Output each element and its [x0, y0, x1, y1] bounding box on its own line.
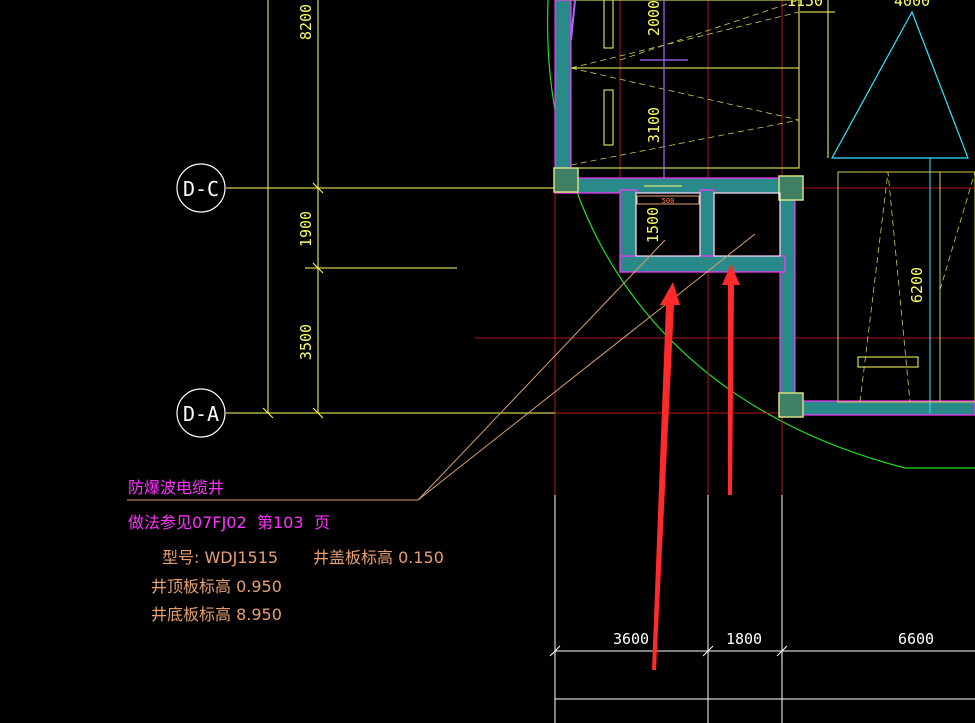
note-page-number: 第103 — [257, 513, 304, 532]
note-bottom-elevation: 井底板标高 8.950 — [151, 605, 282, 624]
note-top-elevation: 井顶板标高 0.950 — [151, 577, 282, 596]
columns — [553, 167, 804, 418]
right-equipment — [800, 0, 975, 413]
dimension-6200: 6200 — [908, 267, 926, 303]
note-cover-elevation: 井盖板标高 0.150 — [313, 548, 444, 567]
red-arrow-right — [722, 264, 740, 495]
note-page-suffix: 页 — [314, 513, 330, 532]
axis-label-dc: D-C — [183, 177, 219, 201]
dimension-8200: 8200 — [297, 4, 315, 40]
red-arrow-left — [652, 282, 680, 670]
dimension-1500: 1500 — [644, 207, 662, 243]
cable-well — [635, 185, 781, 257]
green-arc — [546, 0, 975, 469]
upper-room — [570, 0, 800, 188]
dimension-4000: 4000 — [894, 0, 930, 10]
dimension-3600: 3600 — [613, 630, 649, 648]
note-title: 防爆波电缆井 — [128, 478, 224, 497]
axis-label-da: D-A — [183, 402, 219, 426]
dimension-2000: 2000 — [645, 0, 663, 36]
dimension-1150: 1150 — [787, 0, 823, 10]
dimension-6600: 6600 — [898, 630, 934, 648]
dimension-500: 500 — [662, 197, 675, 205]
axis-bubble-dc[interactable]: D-C — [176, 163, 226, 213]
walls — [554, 0, 975, 416]
dimension-3500: 3500 — [297, 324, 315, 360]
leader-lines — [127, 233, 756, 501]
note-reference: 做法参见07FJ02 — [128, 513, 247, 532]
dimension-1900: 1900 — [297, 211, 315, 247]
bottom-dimension-lines — [549, 495, 975, 723]
note-model: 型号: WDJ1515 — [162, 548, 278, 567]
dimension-1800: 1800 — [726, 630, 762, 648]
dimension-3100: 3100 — [645, 107, 663, 143]
axis-bubble-da[interactable]: D-A — [176, 388, 226, 438]
